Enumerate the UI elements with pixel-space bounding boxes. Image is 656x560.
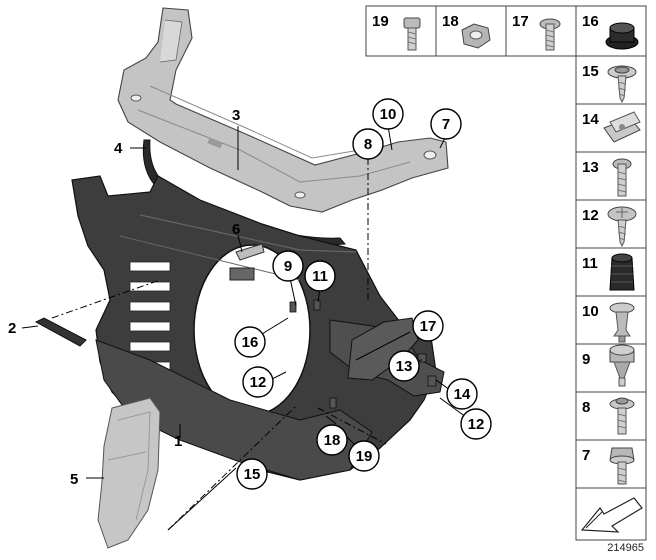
part-upper-bracket bbox=[117, 7, 449, 213]
rubber-buffer-icon bbox=[609, 253, 635, 291]
bolt-hex-icon bbox=[403, 17, 421, 51]
callout-4: 4 bbox=[114, 140, 123, 157]
hex-flange-bolt-icon bbox=[609, 447, 635, 485]
callout-6: 6 bbox=[232, 221, 240, 238]
rubber-grommet-icon bbox=[605, 22, 639, 50]
washer-bolt-icon bbox=[609, 397, 635, 435]
callout-11: 11 bbox=[312, 268, 328, 285]
callout-7: 7 bbox=[442, 116, 450, 133]
speed-nut-icon bbox=[603, 111, 641, 143]
legend-10: 10 bbox=[582, 303, 599, 320]
callout-9: 9 bbox=[284, 258, 292, 275]
callout-19: 19 bbox=[356, 448, 373, 465]
callout-16: 16 bbox=[242, 334, 259, 351]
legend-18: 18 bbox=[442, 13, 459, 30]
callout-5: 5 bbox=[70, 471, 78, 488]
legend-9: 9 bbox=[582, 351, 590, 368]
callout-3: 3 bbox=[232, 107, 240, 124]
legend-17: 17 bbox=[512, 13, 529, 30]
leader-lines bbox=[21, 125, 471, 531]
part-air-duct bbox=[97, 397, 161, 549]
legend-16: 16 bbox=[582, 13, 599, 30]
torx-screw-icon bbox=[612, 158, 632, 197]
callout-8: 8 bbox=[364, 136, 372, 153]
diagram-reference-id: 214965 bbox=[607, 542, 644, 554]
flange-bolt-icon bbox=[539, 18, 561, 51]
callout-12-right: 12 bbox=[468, 416, 485, 433]
hex-nut-icon bbox=[461, 23, 491, 49]
legend-13: 13 bbox=[582, 159, 599, 176]
legend-12: 12 bbox=[582, 207, 599, 224]
direction-arrow-icon bbox=[580, 497, 643, 533]
callout-10: 10 bbox=[380, 106, 397, 123]
legend-14: 14 bbox=[582, 111, 599, 128]
collar-bolt-icon bbox=[609, 344, 635, 387]
callout-17: 17 bbox=[420, 318, 437, 335]
frame-fasteners bbox=[289, 299, 437, 409]
plain-callouts: 3 4 2 6 1 5 bbox=[8, 107, 240, 488]
callout-1: 1 bbox=[174, 433, 182, 450]
callout-12-left: 12 bbox=[250, 374, 267, 391]
callout-2: 2 bbox=[8, 320, 16, 337]
legend-8: 8 bbox=[582, 399, 590, 416]
washer-screw-icon bbox=[607, 65, 637, 104]
callout-18: 18 bbox=[324, 432, 341, 449]
legend-7: 7 bbox=[582, 447, 590, 464]
legend-11: 11 bbox=[582, 255, 598, 272]
callout-15: 15 bbox=[244, 466, 261, 483]
part-side-bracket bbox=[347, 317, 419, 381]
flat-head-screw-icon bbox=[607, 206, 637, 248]
legend-19: 19 bbox=[372, 13, 389, 30]
circled-callouts bbox=[234, 98, 492, 490]
part-left-bracket bbox=[34, 317, 87, 347]
parts-legend: 19 18 17 16 15 14 13 12 11 10 9 8 7 bbox=[365, 5, 647, 541]
expansion-rivet-icon bbox=[609, 302, 635, 343]
legend-15: 15 bbox=[582, 63, 599, 80]
circled-callout-labels: 10 7 8 9 11 16 17 13 14 12 12 18 19 15 bbox=[242, 106, 485, 483]
part-clip bbox=[235, 243, 265, 261]
callout-14: 14 bbox=[454, 386, 471, 403]
callout-13: 13 bbox=[396, 358, 413, 375]
